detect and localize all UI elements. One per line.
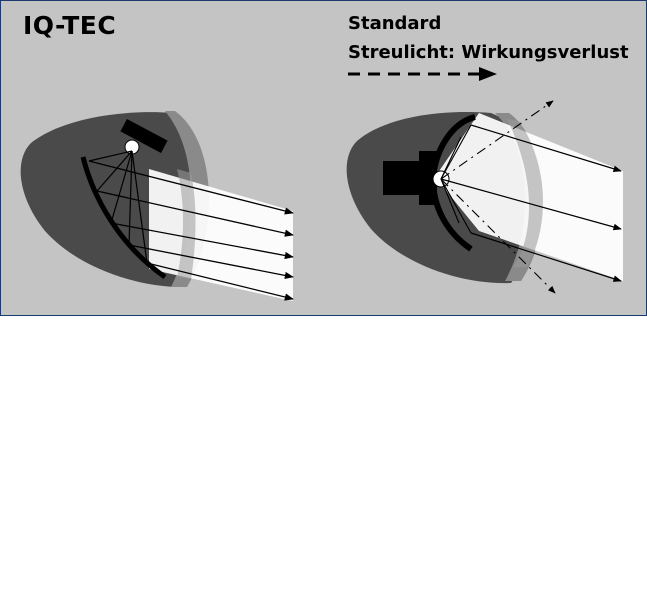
standard-headlight bbox=[346, 100, 623, 294]
iqtec-lens-edge bbox=[177, 169, 196, 279]
stray-light-label: Streulicht: Wirkungsverlust bbox=[348, 42, 629, 63]
standard-stray-light-rays bbox=[440, 100, 556, 294]
iqtec-reflector bbox=[80, 156, 167, 280]
stray-light-legend-arrow bbox=[348, 67, 497, 81]
headlight-comparison-diagram: IQ-TEC Standard Streulicht: Wirkungsverl… bbox=[0, 0, 647, 316]
iqtec-headlight bbox=[20, 111, 294, 301]
iqtec-output-rays bbox=[88, 160, 294, 301]
iqtec-light-module bbox=[120, 119, 168, 153]
standard-lens-edge bbox=[507, 119, 543, 267]
standard-title: Standard bbox=[348, 13, 442, 34]
standard-lamp-collar bbox=[419, 151, 437, 205]
standard-output-rays bbox=[440, 124, 622, 282]
diagram-graphics bbox=[20, 67, 623, 301]
standard-internal-rays bbox=[440, 124, 472, 234]
standard-lamp-socket bbox=[383, 161, 421, 195]
iqtec-title: IQ-TEC bbox=[23, 11, 117, 40]
